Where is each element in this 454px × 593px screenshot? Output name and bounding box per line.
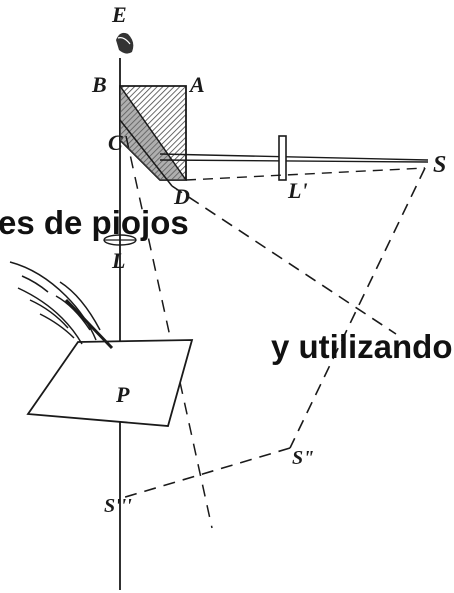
ray-C-D <box>119 119 173 187</box>
dashed-ray-C-down <box>125 135 213 529</box>
label-S-triple-prime: S''' <box>104 495 132 517</box>
ray-S-to-prism-top <box>159 153 429 161</box>
label-P: P <box>115 382 130 407</box>
dashed-ray-D-S <box>185 167 426 181</box>
label-A: A <box>188 72 205 97</box>
label-C: C <box>108 130 123 155</box>
eye-icon <box>116 32 134 54</box>
lens-L <box>103 234 137 246</box>
drawing-paper <box>26 339 194 427</box>
lens-L-prime <box>278 135 287 181</box>
label-L: L <box>111 248 125 273</box>
dashed-S-to-S2 <box>289 167 426 449</box>
overlay-text-line1: es de piojos <box>0 204 189 241</box>
dashed-ray-D-right <box>171 185 397 335</box>
ray-S-to-prism-bottom <box>159 159 429 163</box>
overlay-text-line2: y utilizando: <box>271 328 454 365</box>
prism-diagonal <box>119 85 187 181</box>
label-B: B <box>91 72 107 97</box>
label-E: E <box>111 2 127 27</box>
label-L-prime: L' <box>287 178 308 203</box>
hand-icon <box>9 261 101 345</box>
dashed-S2-to-S3 <box>121 447 291 499</box>
label-S-double-prime: S" <box>292 447 314 469</box>
pencil <box>64 298 114 350</box>
label-D: D <box>173 184 190 209</box>
label-S: S <box>433 152 446 178</box>
